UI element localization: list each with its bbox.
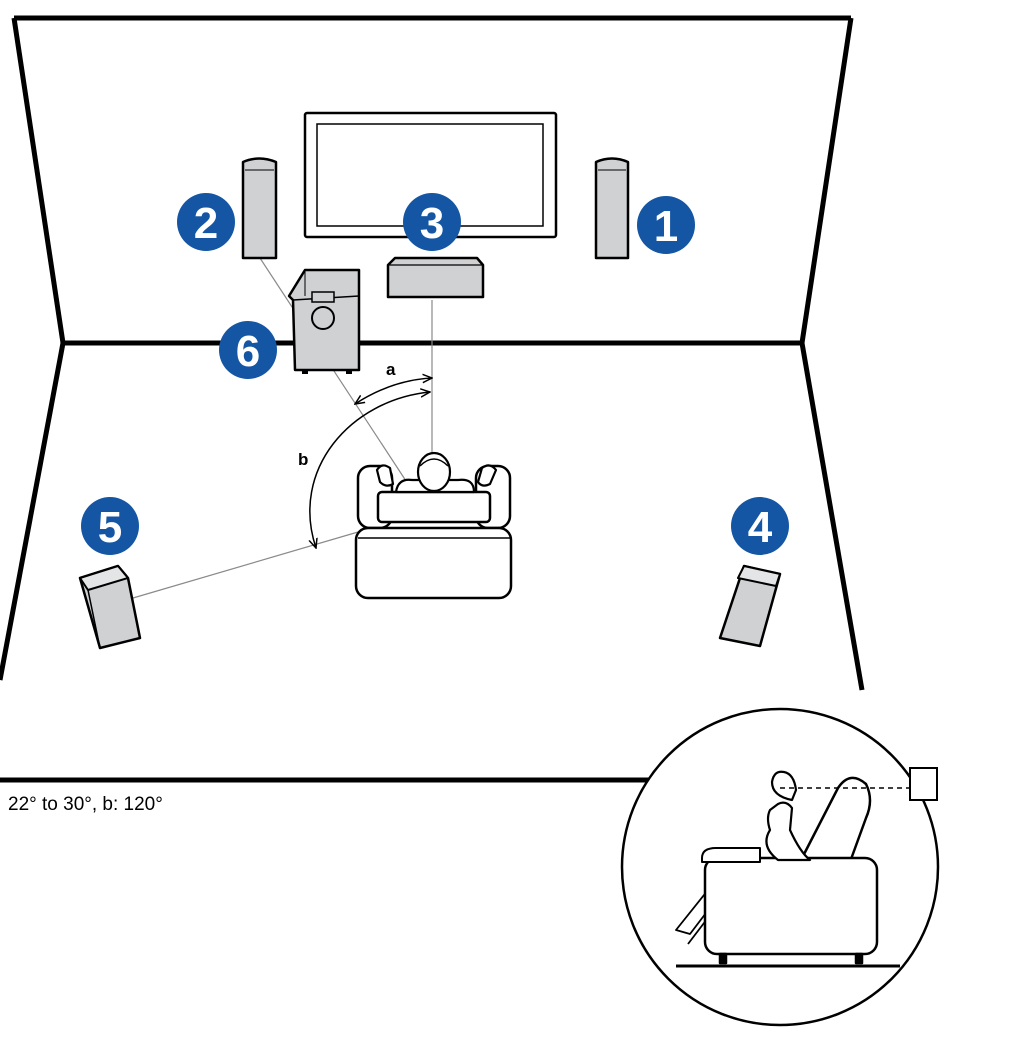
badge-6-label: 6: [236, 327, 260, 376]
subwoofer-icon: [287, 268, 361, 374]
badge-4: 4: [731, 497, 789, 555]
side-view-listener-icon: [765, 770, 812, 862]
room-outline: [0, 15, 865, 783]
angle-a-label: a: [386, 360, 396, 379]
side-view-sofa-icon: [675, 776, 879, 965]
angle-b-label: b: [298, 450, 308, 469]
badge-2: 2: [177, 193, 235, 251]
center-speaker-icon: [386, 256, 485, 299]
badge-5-label: 5: [98, 503, 122, 552]
speaker-badges: 1 2 3 4 5 6: [81, 193, 789, 555]
wall-speaker-icon: [909, 767, 938, 801]
side-view-inset: [620, 707, 940, 1027]
listener-icon: [375, 451, 498, 494]
front-left-speaker-icon: [241, 157, 278, 260]
badge-1: 1: [637, 196, 695, 254]
surround-right-speaker-icon: [718, 564, 782, 648]
front-right-speaker-icon: [594, 157, 630, 260]
badge-3-label: 3: [420, 199, 444, 248]
badge-6: 6: [219, 321, 277, 379]
angle-caption: 22° to 30°, b: 120°: [8, 794, 163, 815]
badge-1-label: 1: [654, 202, 678, 251]
badge-3: 3: [403, 193, 461, 251]
angle-b-arc: [310, 392, 430, 548]
badge-5: 5: [81, 497, 139, 555]
surround-left-speaker-icon: [78, 564, 142, 650]
badge-4-label: 4: [748, 503, 773, 552]
badge-2-label: 2: [194, 199, 218, 248]
